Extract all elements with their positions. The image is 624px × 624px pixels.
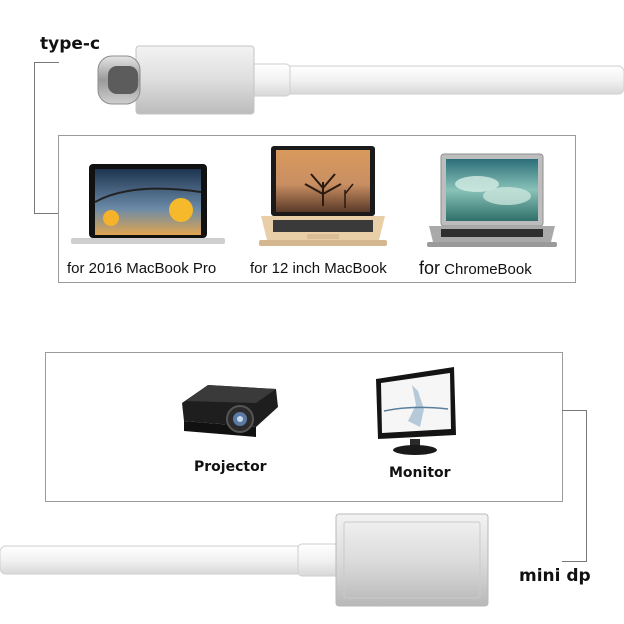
type-c-label: type-c xyxy=(40,34,101,54)
compatible-computers-panel: for 2016 MacBook Pro for 12 inch MacBook xyxy=(58,135,576,283)
type-c-callout-line xyxy=(34,62,59,214)
chromebook-icon xyxy=(427,152,557,248)
projector-icon xyxy=(178,381,282,443)
supported-displays-panel: Projector Monitor xyxy=(45,352,563,502)
macbook-pro-caption: for 2016 MacBook Pro xyxy=(67,260,217,277)
chromebook-caption-suffix: ChromeBook xyxy=(440,261,532,278)
mini-dp-label: mini dp xyxy=(519,566,591,586)
monitor-caption: Monitor xyxy=(389,465,451,481)
macbook-12-icon xyxy=(259,144,389,252)
chromebook-caption-prefix: for xyxy=(419,258,441,278)
macbook-12-caption: for 12 inch MacBook xyxy=(250,260,387,277)
projector-caption: Projector xyxy=(194,459,267,475)
mini-dp-callout-line xyxy=(562,410,587,562)
macbook-pro-icon xyxy=(71,162,225,246)
type-c-cable xyxy=(97,45,624,115)
monitor-icon xyxy=(372,365,458,457)
chromebook-caption: for ChromeBook xyxy=(419,258,532,279)
mini-dp-cable xyxy=(0,513,489,607)
